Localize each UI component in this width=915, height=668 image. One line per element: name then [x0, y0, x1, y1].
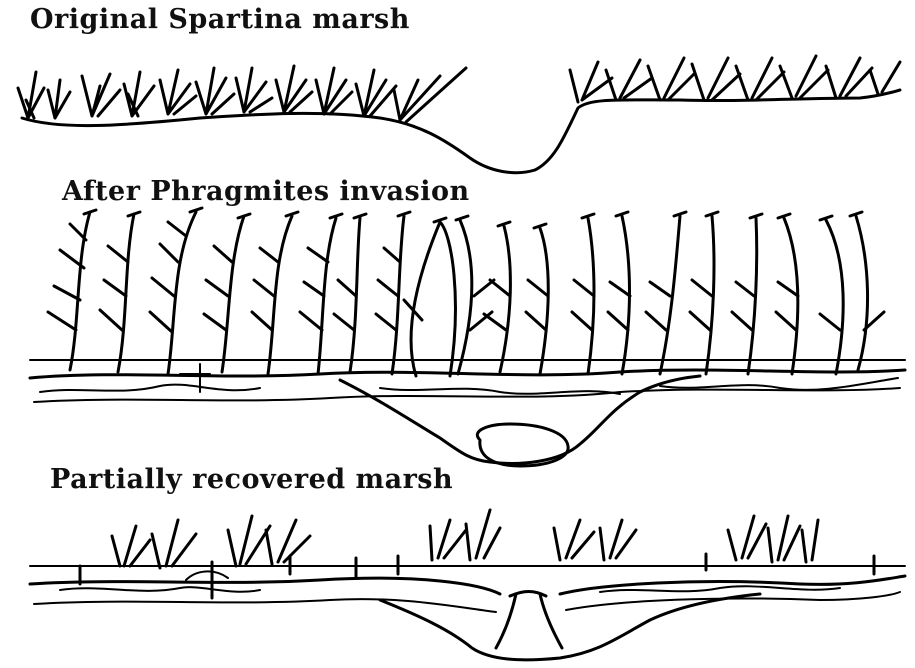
recovered-panel	[30, 510, 905, 660]
spartina-regrowth	[112, 510, 818, 568]
marsh-profile-original	[22, 90, 900, 173]
phragmites-plumes	[84, 208, 862, 228]
phragmites-stumps	[80, 554, 874, 598]
phragmites-panel	[30, 208, 905, 466]
creek-center-recovered	[496, 592, 562, 649]
phragmites-stems	[48, 212, 884, 376]
spartina-clump-left	[18, 66, 466, 122]
spartina-marsh-panel	[18, 56, 900, 173]
spartina-clump-right	[570, 56, 900, 102]
creek-pool-invasion	[477, 424, 568, 466]
marsh-surface-invasion	[30, 370, 905, 378]
sediment-layer-recovered	[34, 592, 900, 612]
sediment-layer-1	[34, 388, 900, 402]
